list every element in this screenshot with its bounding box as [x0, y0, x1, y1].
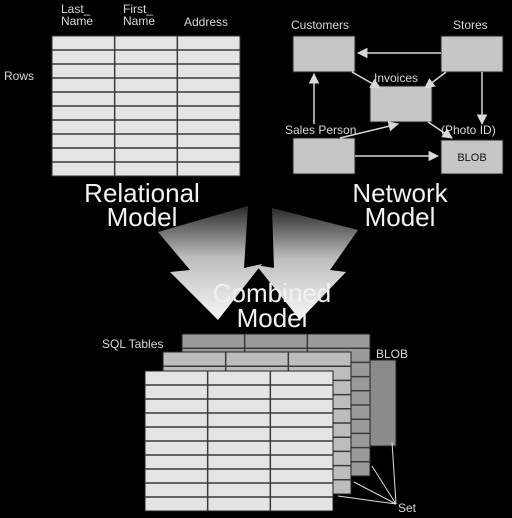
customers-node [292, 35, 356, 73]
stores-to-invoices-arrow [424, 71, 447, 89]
combined-model-subtitle: Model [237, 303, 308, 333]
combined-model-title: Combined [213, 278, 332, 308]
customers-to-invoices-arrow [351, 71, 381, 89]
sales-person-node [292, 137, 356, 175]
sql-tables-label: SQL Tables [102, 337, 163, 351]
set-pointer-line [353, 481, 397, 505]
set-pointer-line [371, 465, 397, 505]
relational-model-title: Relational [84, 178, 200, 208]
invoices-label: Invoices [374, 71, 418, 85]
sales-person-label: Sales Person [285, 123, 356, 137]
sales-to-invoices-arrow [339, 121, 400, 139]
stores-node [440, 35, 504, 73]
customers-label: Customers [291, 18, 349, 32]
relational-table [51, 35, 241, 177]
front-sql-table-grid [145, 371, 333, 511]
column-header-first-name: First_ Name [123, 2, 156, 28]
invoices-to-blob-arrow [427, 121, 453, 139]
set-label: Set [398, 501, 417, 515]
column-header-address: Address [184, 15, 228, 29]
network-funnel-arrow [256, 208, 358, 320]
combined-table-stack [144, 333, 397, 512]
column-header-last-name: Last_ Name [61, 2, 94, 28]
stores-label: Stores [453, 18, 488, 32]
blob-label: BLOB [376, 347, 408, 361]
blob-node-label: BLOB [457, 152, 486, 164]
relational-model-subtitle: Model [107, 202, 178, 232]
network-diagram [292, 35, 504, 175]
relational-table-grid [52, 36, 240, 176]
relational-funnel-arrow [158, 206, 262, 320]
set-pointer-line [391, 441, 397, 505]
invoices-node [369, 85, 433, 123]
photo-id-label: (Photo ID) [441, 123, 496, 137]
blob-node [440, 139, 504, 175]
rows-label: Rows [4, 69, 34, 83]
set-pointer-line [337, 495, 397, 505]
network-model-title: Network [352, 178, 448, 208]
network-model-subtitle: Model [365, 202, 436, 232]
